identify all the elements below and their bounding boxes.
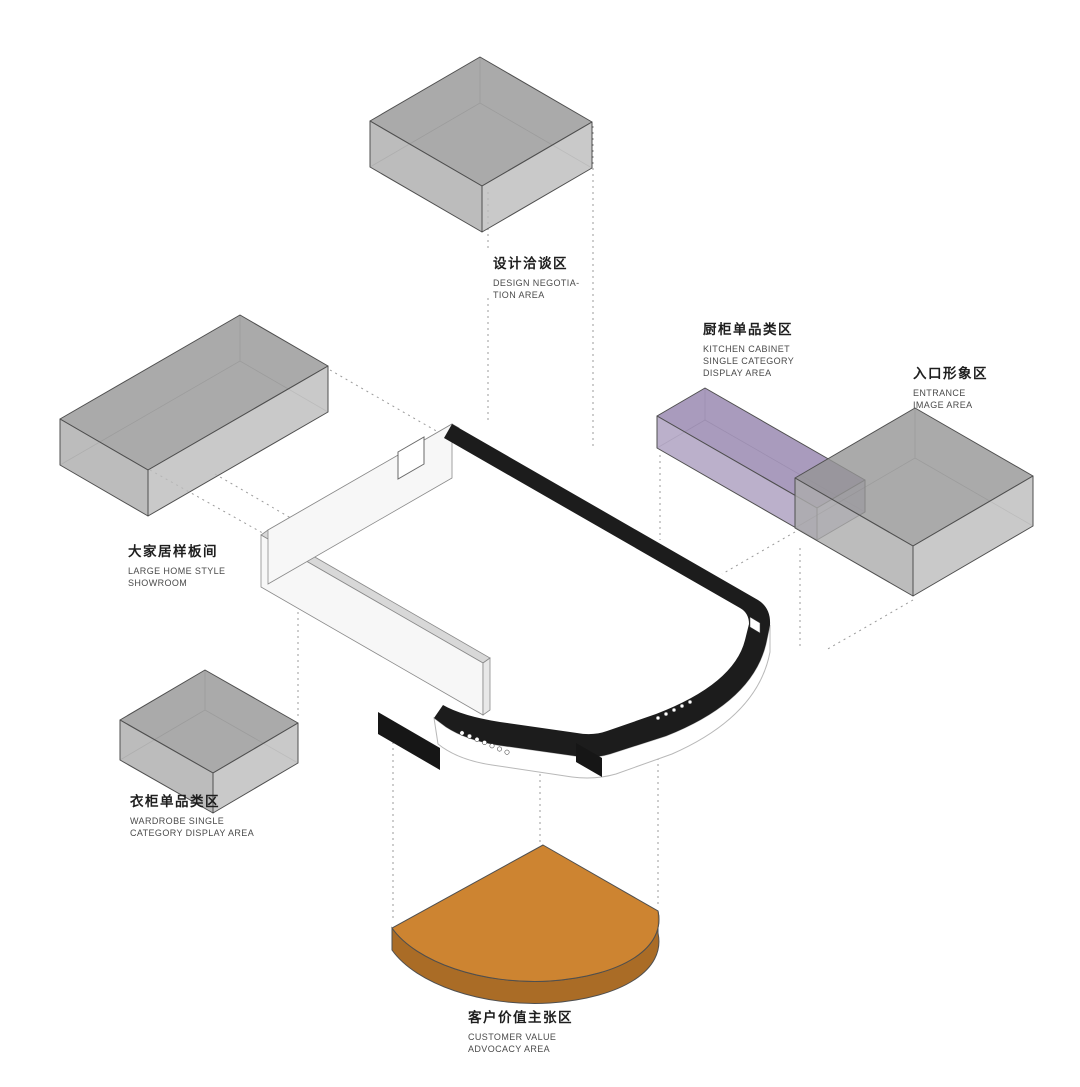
leader-line bbox=[149, 469, 269, 537]
label-wardrobe: 衣柜单品类区 WARDROBE SINGLE CATEGORY DISPLAY … bbox=[130, 790, 254, 839]
display-unit-b bbox=[576, 743, 602, 777]
floor-plan bbox=[260, 423, 771, 779]
zone-title-zh: 衣柜单品类区 bbox=[130, 794, 220, 809]
zone-title-en: ENTRANCE IMAGE AREA bbox=[913, 388, 973, 411]
zone-title-en: KITCHEN CABINET SINGLE CATEGORY DISPLAY … bbox=[703, 344, 795, 379]
vent-dots-a bbox=[459, 730, 510, 755]
zone-title-zh: 厨柜单品类区 bbox=[703, 322, 793, 337]
zone-title-zh: 大家居样板间 bbox=[128, 544, 218, 559]
zone-title-en: DESIGN NEGOTIA- TION AREA bbox=[493, 278, 580, 301]
wall-white-lower-cap bbox=[482, 657, 491, 716]
label-large-home-showroom: 大家居样板间 LARGE HOME STYLE SHOWROOM bbox=[128, 540, 225, 589]
zone-title-en: LARGE HOME STYLE SHOWROOM bbox=[128, 566, 226, 589]
large-home-showroom-box bbox=[59, 314, 329, 517]
wardrobe-box bbox=[119, 669, 299, 814]
zone-title-en: WARDROBE SINGLE CATEGORY DISPLAY AREA bbox=[130, 816, 255, 839]
zone-title-zh: 设计洽谈区 bbox=[493, 256, 568, 271]
entrance-box bbox=[794, 407, 1034, 597]
label-design-negotiation: 设计洽谈区 DESIGN NEGOTIA- TION AREA bbox=[493, 252, 580, 301]
label-kitchen-cabinet: 厨柜单品类区 KITCHEN CABINET SINGLE CATEGORY D… bbox=[703, 318, 794, 379]
leader-line bbox=[214, 473, 297, 522]
box-right-face bbox=[481, 121, 593, 233]
leader-line bbox=[329, 369, 453, 441]
wall-black-band bbox=[434, 424, 771, 758]
leader-lines bbox=[149, 126, 914, 922]
vent-dots-b bbox=[655, 699, 693, 721]
display-unit-a bbox=[378, 712, 440, 770]
wall-notch bbox=[749, 616, 761, 634]
customer-value-wedge bbox=[391, 844, 660, 1004]
leader-line bbox=[721, 531, 796, 575]
box-right-face bbox=[912, 475, 1034, 597]
leader-line bbox=[825, 599, 914, 651]
label-customer-value: 客户价值主张区 CUSTOMER VALUE ADVOCACY AREA bbox=[468, 1006, 573, 1055]
box-right-face bbox=[147, 365, 329, 517]
wall-window-opening bbox=[397, 436, 425, 480]
box-right-face bbox=[212, 722, 299, 814]
design-negotiation-box bbox=[369, 56, 593, 233]
zone-title-en: CUSTOMER VALUE ADVOCACY AREA bbox=[468, 1032, 557, 1055]
zone-title-zh: 入口形象区 bbox=[913, 366, 988, 381]
label-entrance: 入口形象区 ENTRANCE IMAGE AREA bbox=[913, 362, 988, 411]
zone-title-zh: 客户价值主张区 bbox=[468, 1010, 573, 1025]
wedge-top-face bbox=[391, 844, 660, 982]
